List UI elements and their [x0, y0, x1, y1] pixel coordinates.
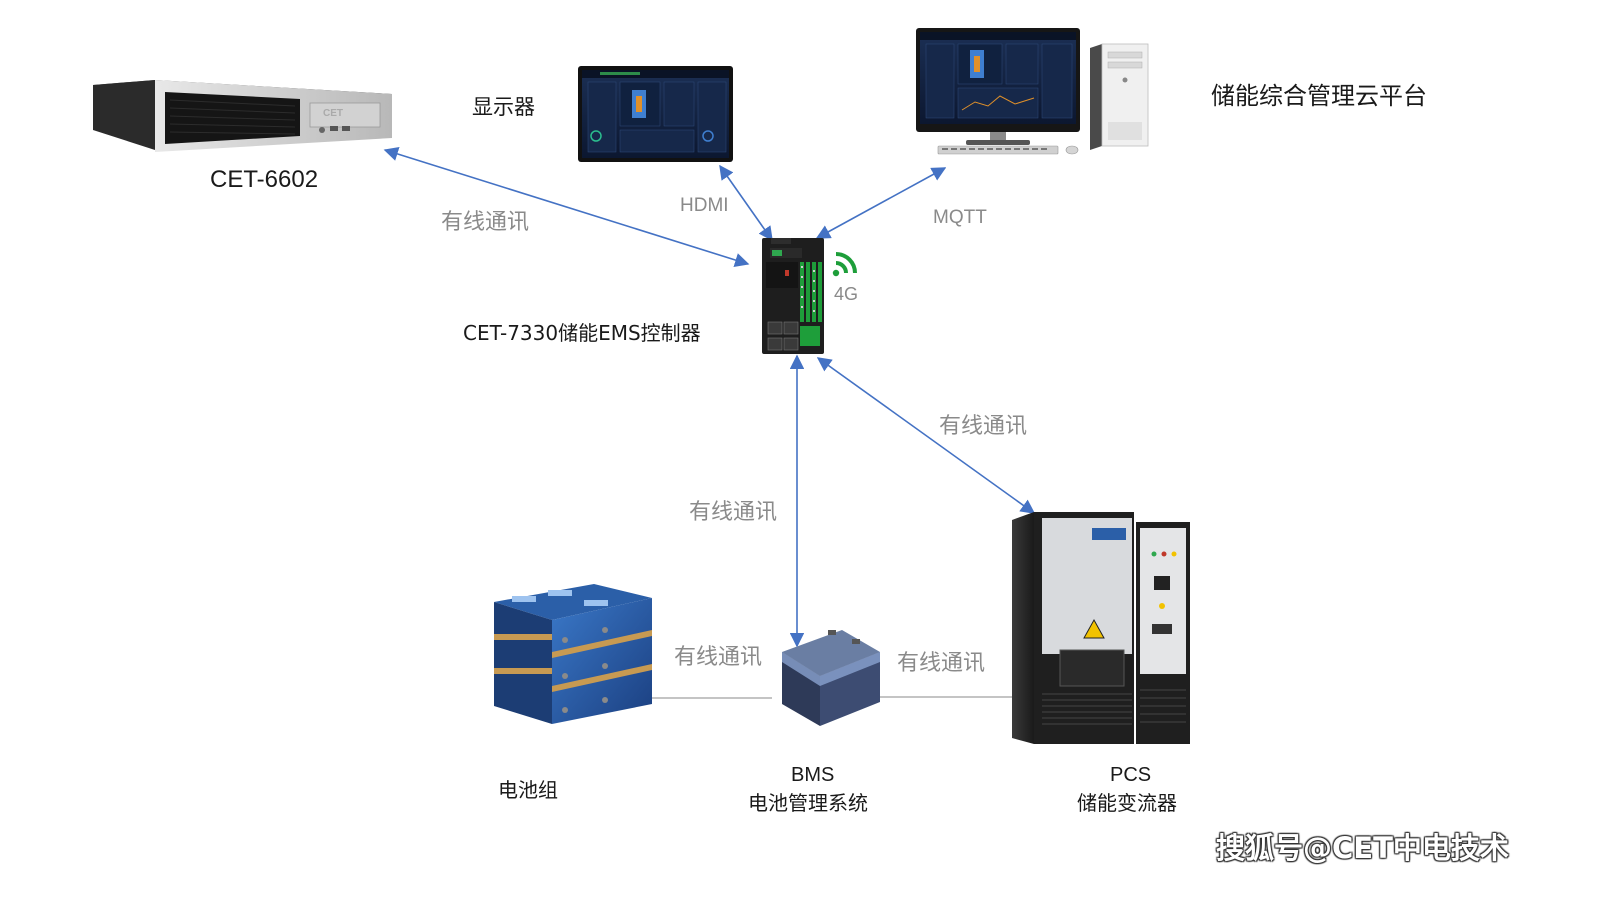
ems-controller-icon	[762, 238, 824, 354]
monitor-label: 显示器	[472, 95, 535, 119]
link-label-mqtt: MQTT	[933, 207, 987, 228]
bms-label-line1: BMS	[791, 764, 835, 786]
bms-battery-icon	[782, 630, 880, 726]
link-monitor-controller	[719, 164, 773, 242]
link-label-bms-pcs: 有线通讯	[897, 651, 986, 676]
watermark: 搜狐号@CET中电技术	[1216, 831, 1509, 865]
monitor-icon	[578, 66, 733, 162]
link-label-battery-bms: 有线通讯	[674, 645, 763, 670]
wireless-signal-icon	[832, 252, 857, 277]
desktop-pc-icon	[916, 28, 1149, 155]
link-label-hdmi: HDMI	[680, 195, 729, 216]
pcs-label-line1: PCS	[1110, 764, 1152, 786]
pcs-label-line2: 储能变流器	[1077, 791, 1177, 815]
cloud-platform-label: 储能综合管理云平台	[1211, 82, 1427, 110]
bms-label-line2: 电池管理系统	[748, 791, 868, 815]
link-label-controller-pcs: 有线通讯	[939, 414, 1028, 439]
link-cloud-controller	[815, 167, 947, 239]
battery-pack-icon	[494, 584, 652, 724]
controller-label: CET-7330储能EMS控制器	[463, 321, 701, 345]
server-logo: CET	[323, 108, 343, 119]
battery-pack-label: 电池组	[498, 778, 558, 802]
server-label: CET-6602	[210, 166, 319, 193]
link-server-controller	[383, 147, 750, 267]
pcs-cabinet-icon	[1012, 512, 1190, 744]
link-controller-pcs	[816, 357, 1036, 514]
rack-server-icon: CET	[93, 80, 392, 152]
link-label-4g: 4G	[834, 284, 859, 304]
link-label-server-controller: 有线通讯	[441, 210, 530, 235]
link-label-controller-bms: 有线通讯	[689, 500, 778, 525]
